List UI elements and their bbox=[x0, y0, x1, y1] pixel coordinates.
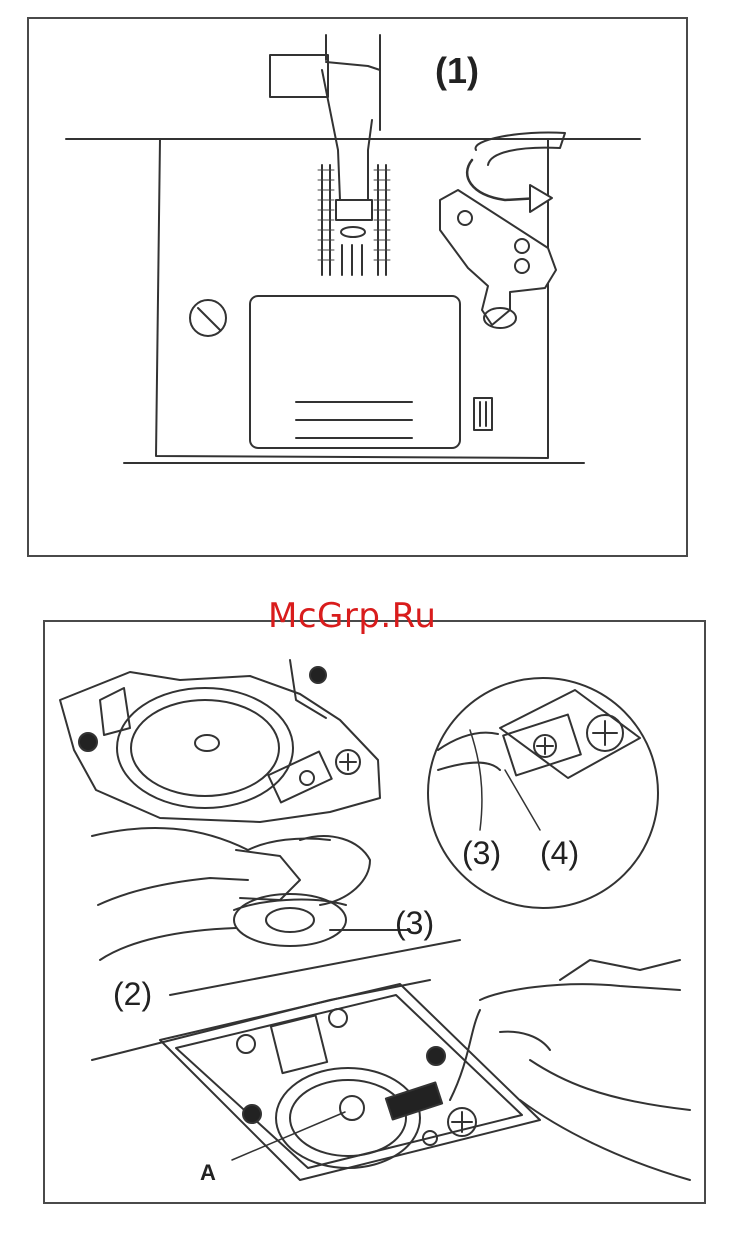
callout-thread-3-detail: (3) bbox=[462, 835, 501, 872]
watermark-text: McGrp.Ru bbox=[268, 596, 436, 636]
bobbin-case-top-view bbox=[60, 660, 380, 822]
detail-inset bbox=[428, 678, 658, 908]
callout-spring-4-detail: (4) bbox=[540, 835, 579, 872]
callout-thread-3-main: (3) bbox=[395, 905, 434, 942]
callout-bobbin-2: (2) bbox=[113, 976, 152, 1013]
callout-point-a: A bbox=[200, 1160, 216, 1186]
